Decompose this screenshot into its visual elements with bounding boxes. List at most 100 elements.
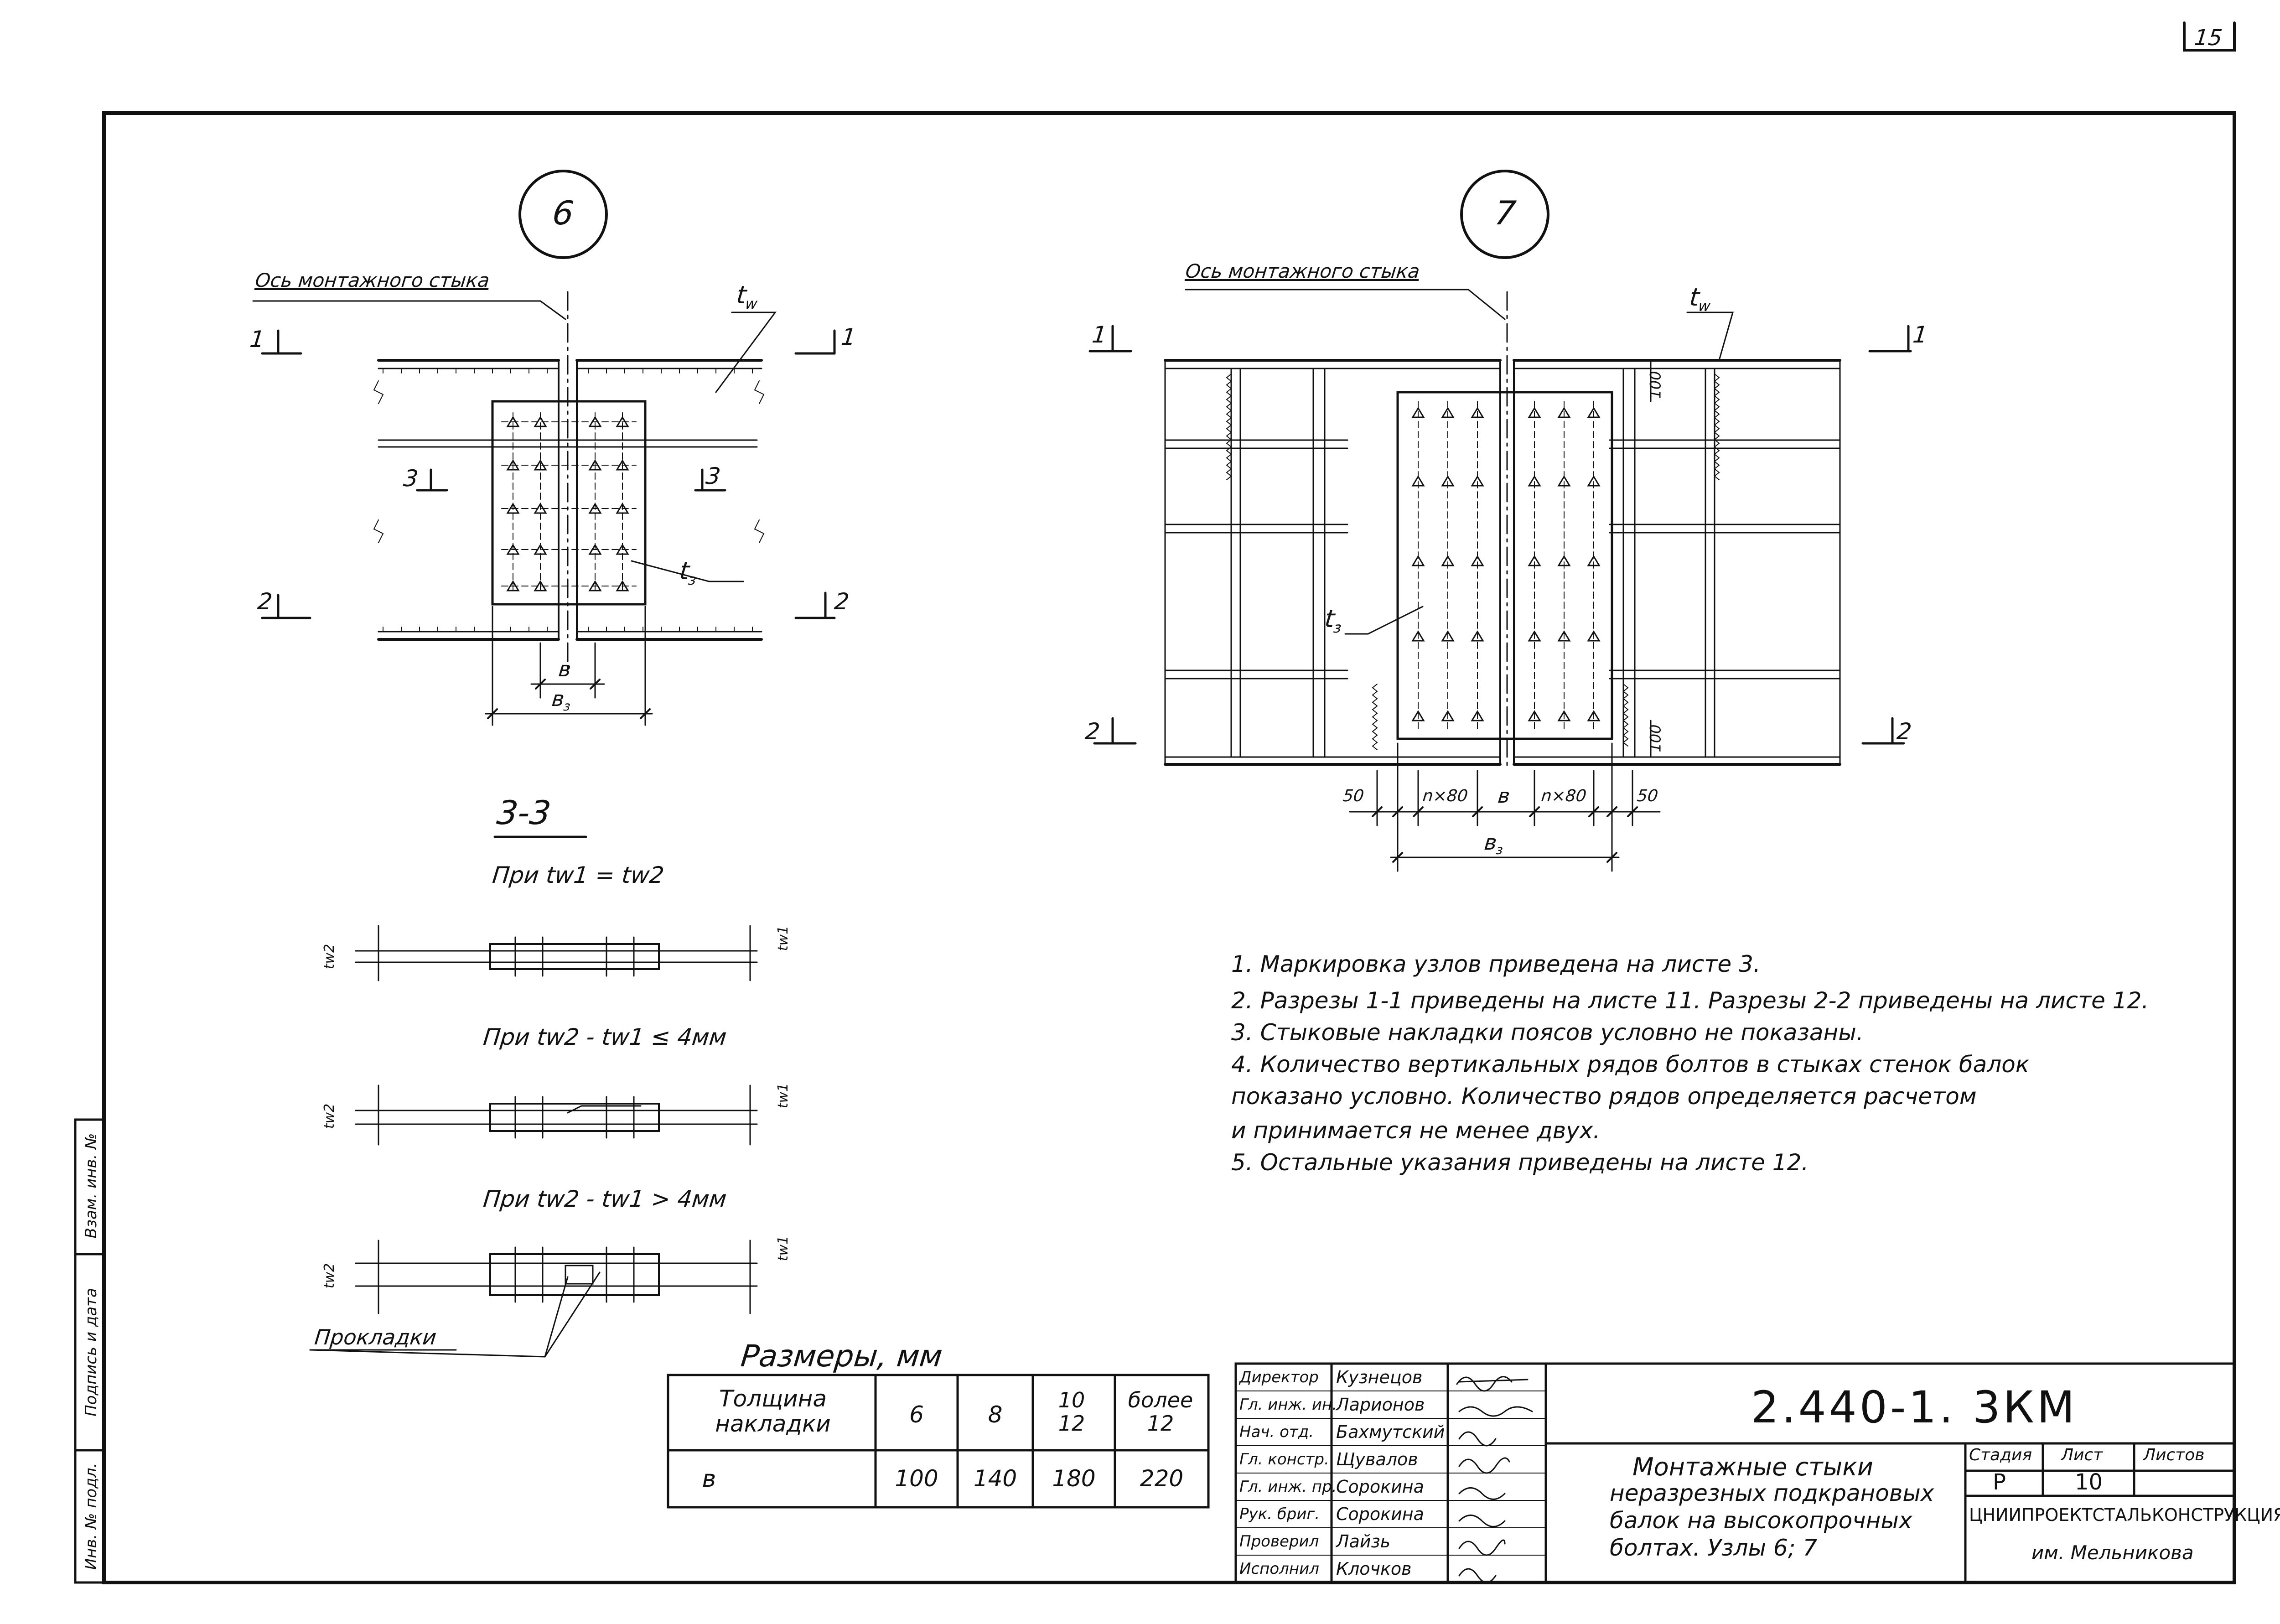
tb-title-0: Монтажные стыки [1632,1453,1873,1481]
section33-tw2-1: tw2 [321,944,338,970]
note-2: 2. Разрезы 1-1 приведены на листе 11. Ра… [1231,987,2149,1014]
node7-dimensions [1349,359,1661,872]
sizes-table-header-3: 10 12 [1058,1388,1085,1436]
node7-sec2-left: 2 [1083,718,1101,745]
tb-name-5: Сорокина [1336,1504,1424,1524]
node7-sec2-right: 2 [1895,718,1913,745]
section33-tw2-3: tw2 [321,1263,338,1289]
tb-name-3: Щувалов [1336,1449,1418,1469]
node6-sec1-left: 1 [248,326,266,353]
side-stamp-0: Взам. инв. № [82,1133,100,1239]
tb-name-7: Клочков [1336,1559,1412,1579]
node7-tw-label: tw [1688,283,1713,315]
tb-role-4: Гл. инж. пр. [1239,1478,1337,1496]
node6-marker-circle [518,170,608,259]
signatures [1456,1376,1533,1583]
sizes-table-row-1: 100 [895,1465,938,1492]
node6-t3-label: tз [678,556,699,588]
node6-sec1-right: 1 [839,324,857,350]
sizes-table-row-0: в [702,1465,716,1493]
node6-tw-leader [715,311,777,393]
tb-org2: им. Мельникова [2031,1541,2194,1564]
node7-marker: 7 [1492,194,1518,232]
tb-title-2: балок на высокопрочных [1610,1507,1912,1534]
node6-b-label: в [557,657,572,681]
section33-tw1-1: tw1 [775,925,792,951]
side-stamp-grid [74,1118,105,1584]
node6-b3-label: вз [550,686,572,714]
note-4: 4. Количество вертикальных рядов болтов … [1231,1051,2030,1078]
tb-role-3: Гл. констр. [1239,1450,1329,1468]
tb-name-4: Сорокина [1336,1477,1424,1497]
section33-title: 3-3 [495,794,553,832]
section33-case1: При tw1 = tw2 [491,862,666,888]
tb-title-1: неразрезных подкрановых [1610,1480,1934,1506]
tb-role-7: Исполнил [1239,1560,1319,1578]
sizes-table-header-2: 8 [988,1401,1003,1428]
node7-splice-plate [1396,391,1613,740]
tb-name-1: Ларионов [1336,1395,1425,1415]
node6-axis-label: Ось монтажного стыка [254,269,491,291]
tb-sheets-label: Листов [2143,1446,2205,1464]
note-4-cont1: показано условно. Количество рядов опред… [1231,1083,1977,1110]
section33-case2: При tw2 - tw1 ≤ 4мм [482,1024,728,1050]
drawing-frame [102,111,2236,1584]
tb-title-3: болтах. Узлы 6; 7 [1610,1535,1818,1561]
node6-axis-leader [252,300,566,320]
node6-tw-label: tw [735,280,760,312]
node7-sec1-left: 1 [1090,322,1108,348]
tb-stage: Р [1993,1469,2006,1495]
section33-case3-drawing [309,1240,758,1358]
node6-tw-sub: w [744,295,758,312]
node7-dim-100-top: 100 [1647,371,1664,399]
node7-dim-n80-right: n×80 [1540,787,1587,805]
node6-bolts [506,416,629,591]
sizes-table-row-4: 220 [1140,1465,1184,1492]
node7-axis-leader [1185,289,1506,320]
node7-tw-sub: w [1697,297,1711,315]
sizes-table-grid [667,1374,1210,1509]
tb-code: 2.440-1. 3КМ [1751,1382,2078,1433]
node7-b-label: в [1497,784,1511,808]
tb-sheet: 10 [2075,1469,2103,1495]
section33-tw2-2: tw2 [321,1103,338,1129]
tb-role-1: Гл. инж. ин. [1239,1396,1337,1414]
tb-role-6: Проверил [1239,1532,1319,1551]
sizes-table-header-0: Толщина накладки [715,1385,831,1437]
node7-marker-circle [1460,170,1549,259]
node7-axis-label: Ось монтажного стыка [1184,260,1421,282]
node6-section-marks [261,329,836,619]
node7-bolts [1411,407,1601,721]
section33-pads-label: Прокладки [313,1325,438,1349]
sizes-table-row-3: 180 [1052,1465,1096,1492]
sizes-table-row-2: 140 [973,1465,1017,1492]
side-stamp-1: Подпись и дата [82,1288,100,1416]
side-stamp-2: Инв. № подл. [82,1463,100,1570]
note-5: 5. Остальные указания приведены на листе… [1231,1149,1809,1176]
tb-name-2: Бахмутский [1336,1422,1445,1442]
node6-sec3-right: 3 [704,463,722,489]
node6-marker: 6 [550,194,576,232]
note-4-cont2: и принимается не менее двух. [1231,1117,1601,1144]
sizes-table-title: Размеры, мм [739,1339,944,1374]
node7-t3-label: tз [1323,604,1344,636]
tb-role-5: Рук. бриг. [1239,1505,1320,1523]
section33-tw1-2: tw1 [775,1083,792,1109]
note-1: 1. Маркировка узлов приведена на листе 3… [1231,951,1761,977]
tb-role-0: Директор [1239,1368,1319,1386]
node7-dim-n80-left: n×80 [1421,787,1469,805]
node6-dimensions [485,606,653,726]
node7-dim-50-left: 50 [1342,787,1365,805]
node7-dim-50-right: 50 [1636,787,1659,805]
note-3: 3. Стыковые накладки поясов условно не п… [1231,1019,1864,1046]
page-number-box [2183,21,2236,52]
node6-sec2-left: 2 [256,588,274,615]
tb-name-0: Кузнецов [1336,1367,1423,1387]
tb-sheet-label: Лист [2061,1446,2103,1464]
node6-sec2-right: 2 [833,588,850,615]
node7-dim-100-bottom: 100 [1647,724,1664,752]
node6-sec3-left: 3 [402,465,420,492]
section33-case1-drawing [355,925,758,981]
node7-b3-label: вз [1483,830,1505,857]
tb-stage-label: Стадия [1969,1446,2032,1464]
